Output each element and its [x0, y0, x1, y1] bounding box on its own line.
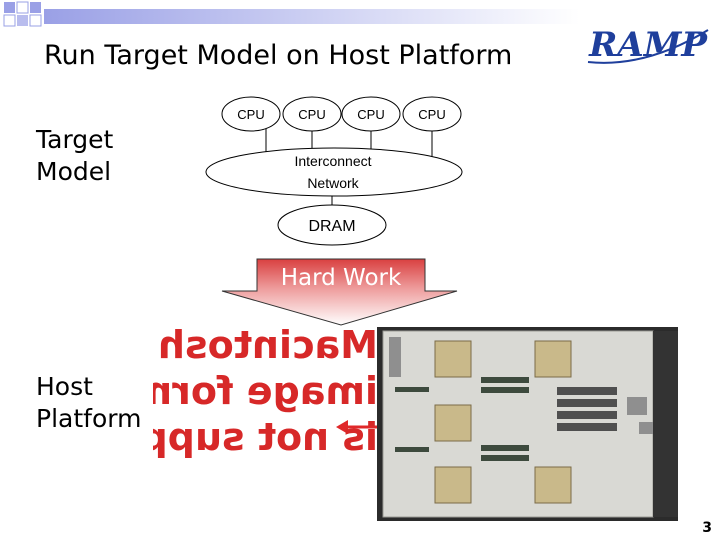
target-model-label: Target Model	[36, 125, 114, 186]
svg-text:Interconnect: Interconnect	[294, 153, 371, 169]
cpu-node: CPU	[282, 96, 342, 132]
interconnect-network: Interconnect Network	[205, 147, 463, 197]
page-number: 3	[702, 520, 712, 536]
cpu-node: CPU	[341, 96, 401, 132]
dram-node: DRAM	[277, 204, 387, 246]
svg-text:CPU: CPU	[357, 107, 384, 122]
svg-text:DRAM: DRAM	[308, 218, 355, 235]
cpu-node: CPU	[402, 96, 462, 132]
slide-title: Run Target Model on Host Platform	[44, 40, 513, 71]
svg-text:CPU: CPU	[298, 107, 325, 122]
host-platform-label: Host Platform	[36, 372, 142, 433]
svg-text:Network: Network	[307, 175, 359, 191]
svg-text:Hard Work: Hard Work	[281, 265, 402, 291]
missing-image-placeholder: Macintosh PIC image format is not suppor…	[153, 323, 378, 459]
hard-work-arrow: Hard Work	[221, 258, 458, 326]
logo-text: RAMP	[588, 25, 708, 65]
host-board-photo	[377, 327, 678, 521]
header-gradient-bar	[3, 1, 580, 27]
svg-text:CPU: CPU	[237, 107, 264, 122]
svg-text:CPU: CPU	[418, 107, 445, 122]
cpu-node: CPU	[221, 96, 281, 132]
ramp-logo: RAMP	[587, 25, 709, 65]
